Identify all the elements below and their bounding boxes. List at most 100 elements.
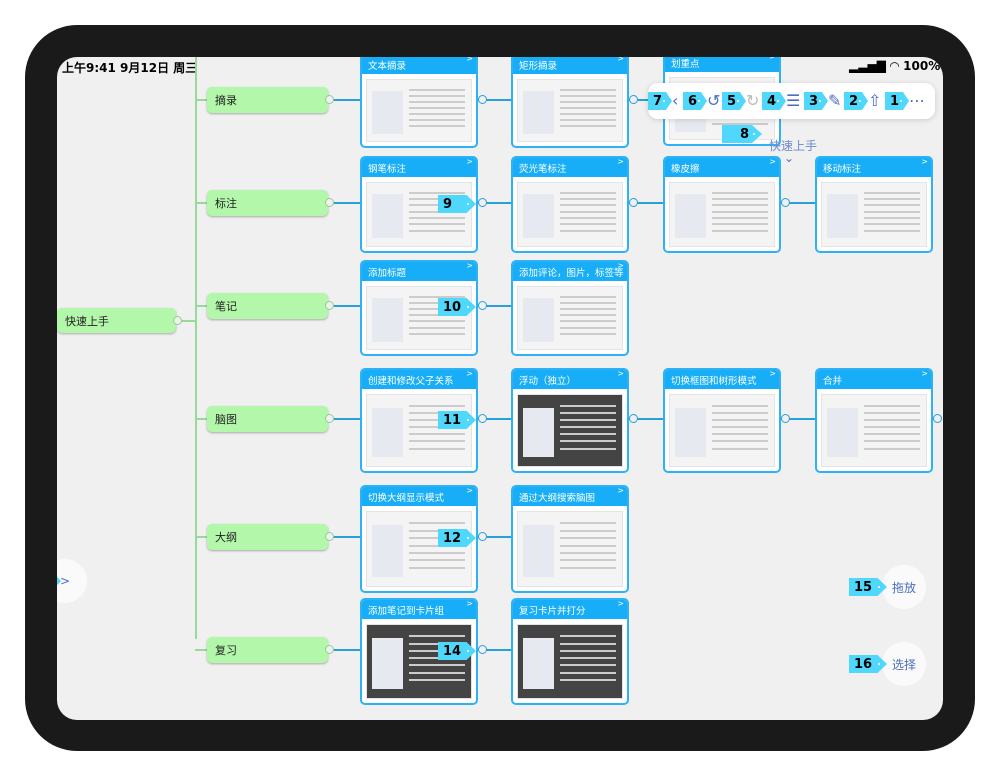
branch-node-2[interactable]: 笔记: [207, 293, 328, 319]
chevron-right-icon[interactable]: >: [466, 57, 473, 63]
collapse-knob[interactable]: [478, 301, 487, 310]
root-node[interactable]: 快速上手: [57, 308, 176, 333]
collapse-knob[interactable]: [629, 198, 638, 207]
card[interactable]: 橡皮擦 >: [663, 156, 781, 253]
card[interactable]: 创建和修改父子关系>: [360, 368, 478, 473]
collapse-knob[interactable]: [173, 316, 182, 325]
tag-13: 13: [57, 572, 61, 590]
chevron-right-icon[interactable]: >: [617, 261, 624, 270]
card-title-text: 添加笔记到卡片组: [368, 606, 445, 617]
collapse-knob[interactable]: [325, 645, 334, 654]
collapse-knob[interactable]: [325, 532, 334, 541]
chevron-right-icon[interactable]: >: [617, 157, 624, 166]
tag-9: 9: [438, 195, 476, 213]
collapse-knob[interactable]: [325, 414, 334, 423]
card-title-text: 移动标注: [823, 164, 862, 175]
tag-14: 14: [438, 642, 476, 660]
collapse-knob[interactable]: [325, 198, 334, 207]
status-right: ▂▃▅▇ ◠ 100%: [849, 59, 943, 73]
chevron-right-icon[interactable]: >: [769, 157, 776, 166]
card[interactable]: 添加评论，图片，标签等>: [511, 260, 629, 356]
collapse-knob[interactable]: [629, 414, 638, 423]
tag-15: 15: [849, 578, 887, 596]
outline-list-icon[interactable]: ☰: [786, 91, 801, 110]
chevron-right-icon[interactable]: >: [617, 599, 624, 608]
card[interactable]: 浮动（独立）>: [511, 368, 629, 473]
collapse-knob[interactable]: [781, 198, 790, 207]
card[interactable]: 复习卡片并打分>: [511, 598, 629, 705]
branch-node-5[interactable]: 复习: [207, 637, 328, 663]
card-title-text: 添加评论，图片，标签等: [519, 268, 624, 279]
root-connector: [177, 320, 197, 322]
card-title: 添加评论，图片，标签等>: [513, 262, 627, 281]
expand-sidebar-button[interactable]: >: [57, 559, 87, 603]
card-title: 矩形摘录>: [513, 57, 627, 74]
chevron-right-icon[interactable]: >: [921, 157, 928, 166]
chevron-down-icon[interactable]: ⌄: [784, 151, 795, 165]
focus-node-label[interactable]: 快速上手: [769, 139, 818, 153]
branch-node-4[interactable]: 大纲: [207, 524, 328, 550]
card-title: 移动标注 >: [817, 158, 931, 177]
tag-11: 11: [438, 411, 476, 429]
more-icon[interactable]: ⋯: [909, 91, 925, 110]
card-title-text: 荧光笔标注: [519, 164, 567, 175]
card[interactable]: 矩形摘录>: [511, 57, 629, 148]
collapse-knob[interactable]: [478, 95, 487, 104]
card-title-text: 橡皮擦: [671, 164, 700, 175]
chevron-right-icon[interactable]: >: [466, 369, 473, 378]
branch-node-3[interactable]: 脑图: [207, 406, 328, 432]
collapse-knob[interactable]: [478, 414, 487, 423]
chevron-right-icon[interactable]: >: [466, 599, 473, 608]
card[interactable]: 通过大纲搜索脑图>: [511, 485, 629, 593]
card-thumbnail: [517, 182, 623, 247]
card-title-text: 文本摘录: [368, 61, 407, 72]
back-chevron-icon[interactable]: ‹: [672, 91, 679, 110]
redo-icon[interactable]: ↻: [746, 91, 760, 110]
chevron-right-icon[interactable]: >: [466, 261, 473, 270]
card-title: 复习卡片并打分>: [513, 600, 627, 619]
edit-icon[interactable]: ✎: [828, 91, 842, 110]
card[interactable]: 切换框图和树形模式>: [663, 368, 781, 473]
select-button[interactable]: 选择: [882, 642, 926, 686]
collapse-knob[interactable]: [781, 414, 790, 423]
card-title: 钢笔标注>: [362, 158, 476, 177]
collapse-knob[interactable]: [629, 95, 638, 104]
collapse-knob[interactable]: [325, 95, 334, 104]
collapse-knob[interactable]: [933, 414, 942, 423]
card-title: 荧光笔标注 >: [513, 158, 627, 177]
chevron-right-icon[interactable]: >: [769, 57, 776, 61]
chevron-right-icon[interactable]: >: [466, 157, 473, 166]
card[interactable]: 钢笔标注>: [360, 156, 478, 253]
chevron-right-icon[interactable]: >: [617, 57, 624, 63]
card[interactable]: 合并>: [815, 368, 933, 473]
collapse-knob[interactable]: [478, 645, 487, 654]
card-title-text: 切换大纲显示模式: [368, 493, 445, 504]
card-title: 橡皮擦 >: [665, 158, 779, 177]
collapse-knob[interactable]: [478, 198, 487, 207]
mindmap-canvas[interactable]: 上午9:41 9月12日 周三 ▂▃▅▇ ◠ 100% 快速上手摘录文本摘录>矩…: [57, 57, 943, 720]
card[interactable]: 添加笔记到卡片组 >: [360, 598, 478, 705]
chevron-right-icon[interactable]: >: [466, 486, 473, 495]
card-title: 切换大纲显示模式 >: [362, 487, 476, 506]
branch-node-1[interactable]: 标注: [207, 190, 328, 216]
card[interactable]: 文本摘录 >: [360, 57, 478, 148]
card-title: 通过大纲搜索脑图>: [513, 487, 627, 506]
chevron-right-icon[interactable]: >: [617, 486, 624, 495]
card-title-text: 添加标题: [368, 268, 407, 279]
branch-node-0[interactable]: 摘录: [207, 87, 328, 113]
card[interactable]: 移动标注 >: [815, 156, 933, 253]
tag-10: 10: [438, 298, 476, 316]
undo-icon[interactable]: ↺: [707, 91, 721, 110]
drag-button[interactable]: 拖放: [882, 565, 926, 609]
share-icon[interactable]: ⇧: [868, 91, 882, 110]
chevron-right-icon[interactable]: >: [617, 369, 624, 378]
card[interactable]: 荧光笔标注 >: [511, 156, 629, 253]
branch-connector: [195, 202, 207, 204]
chevron-right-icon[interactable]: >: [769, 369, 776, 378]
collapse-knob[interactable]: [325, 301, 334, 310]
chevron-right-icon: >: [59, 574, 71, 588]
branch-line: [329, 99, 663, 101]
chevron-right-icon[interactable]: >: [921, 369, 928, 378]
collapse-knob[interactable]: [478, 532, 487, 541]
branch-connector: [195, 305, 207, 307]
